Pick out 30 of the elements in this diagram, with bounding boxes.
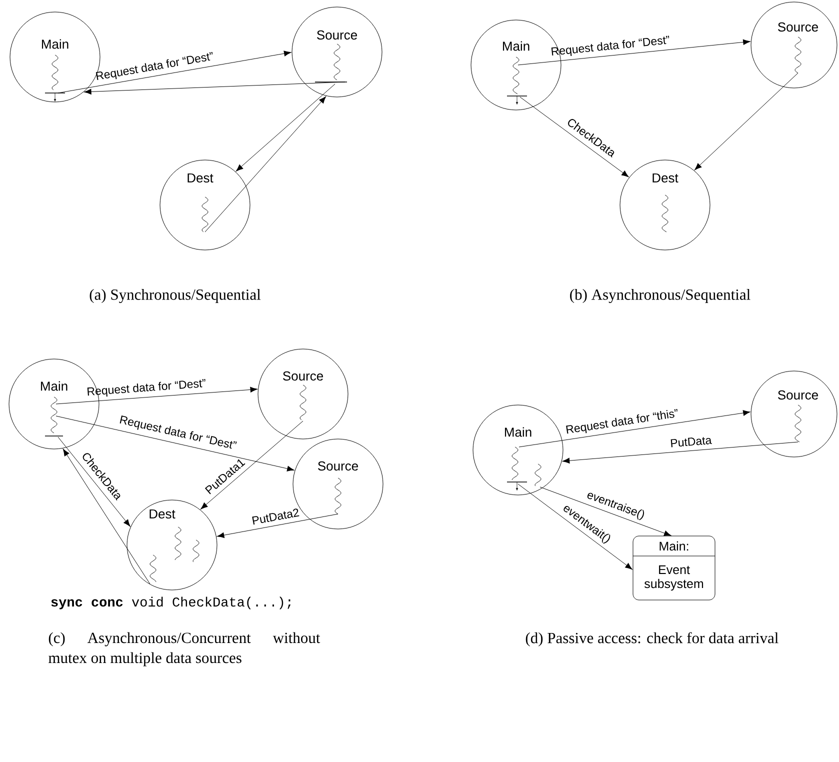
- arrow: [562, 442, 798, 464]
- edge-label: Request data for “Dest”: [120, 416, 237, 449]
- arrow: [56, 386, 258, 404]
- caption: (b) Asynchronous/Sequential: [570, 288, 750, 304]
- arrow: [518, 39, 750, 66]
- edge-label: PutData2: [252, 508, 300, 525]
- arrow: [84, 82, 346, 95]
- arrow: [62, 448, 150, 584]
- edge-label: Request data for “Dest”: [551, 36, 670, 56]
- arrow: [200, 420, 304, 510]
- arrow: [58, 436, 130, 527]
- arrow: [520, 96, 629, 178]
- arrow: [216, 514, 338, 538]
- edge-label: PutData: [670, 437, 712, 448]
- arrow: [56, 416, 294, 472]
- arrow: [694, 72, 798, 170]
- caption: (d) Passive access: check for data arrival: [526, 632, 778, 646]
- arrow: [236, 84, 336, 172]
- caption: (a) Synchronous/Sequential: [90, 288, 261, 304]
- edge-label: Request data for “Dest”: [96, 52, 212, 80]
- edge-label: Request data for “Dest”: [87, 379, 206, 397]
- arrow: [540, 486, 672, 536]
- code-line: sync conc void CheckData(...);: [51, 596, 291, 610]
- arrow: [518, 484, 632, 570]
- process-box: Main: Event subsystem: [632, 536, 716, 600]
- arrow: [58, 50, 292, 94]
- arrow: [518, 410, 750, 448]
- arrow: [204, 96, 326, 232]
- edge-label: Request data for “this”: [566, 409, 678, 434]
- caption: (c) Asynchronous/Concurrent without mutex on multiple data sources: [48, 632, 320, 666]
